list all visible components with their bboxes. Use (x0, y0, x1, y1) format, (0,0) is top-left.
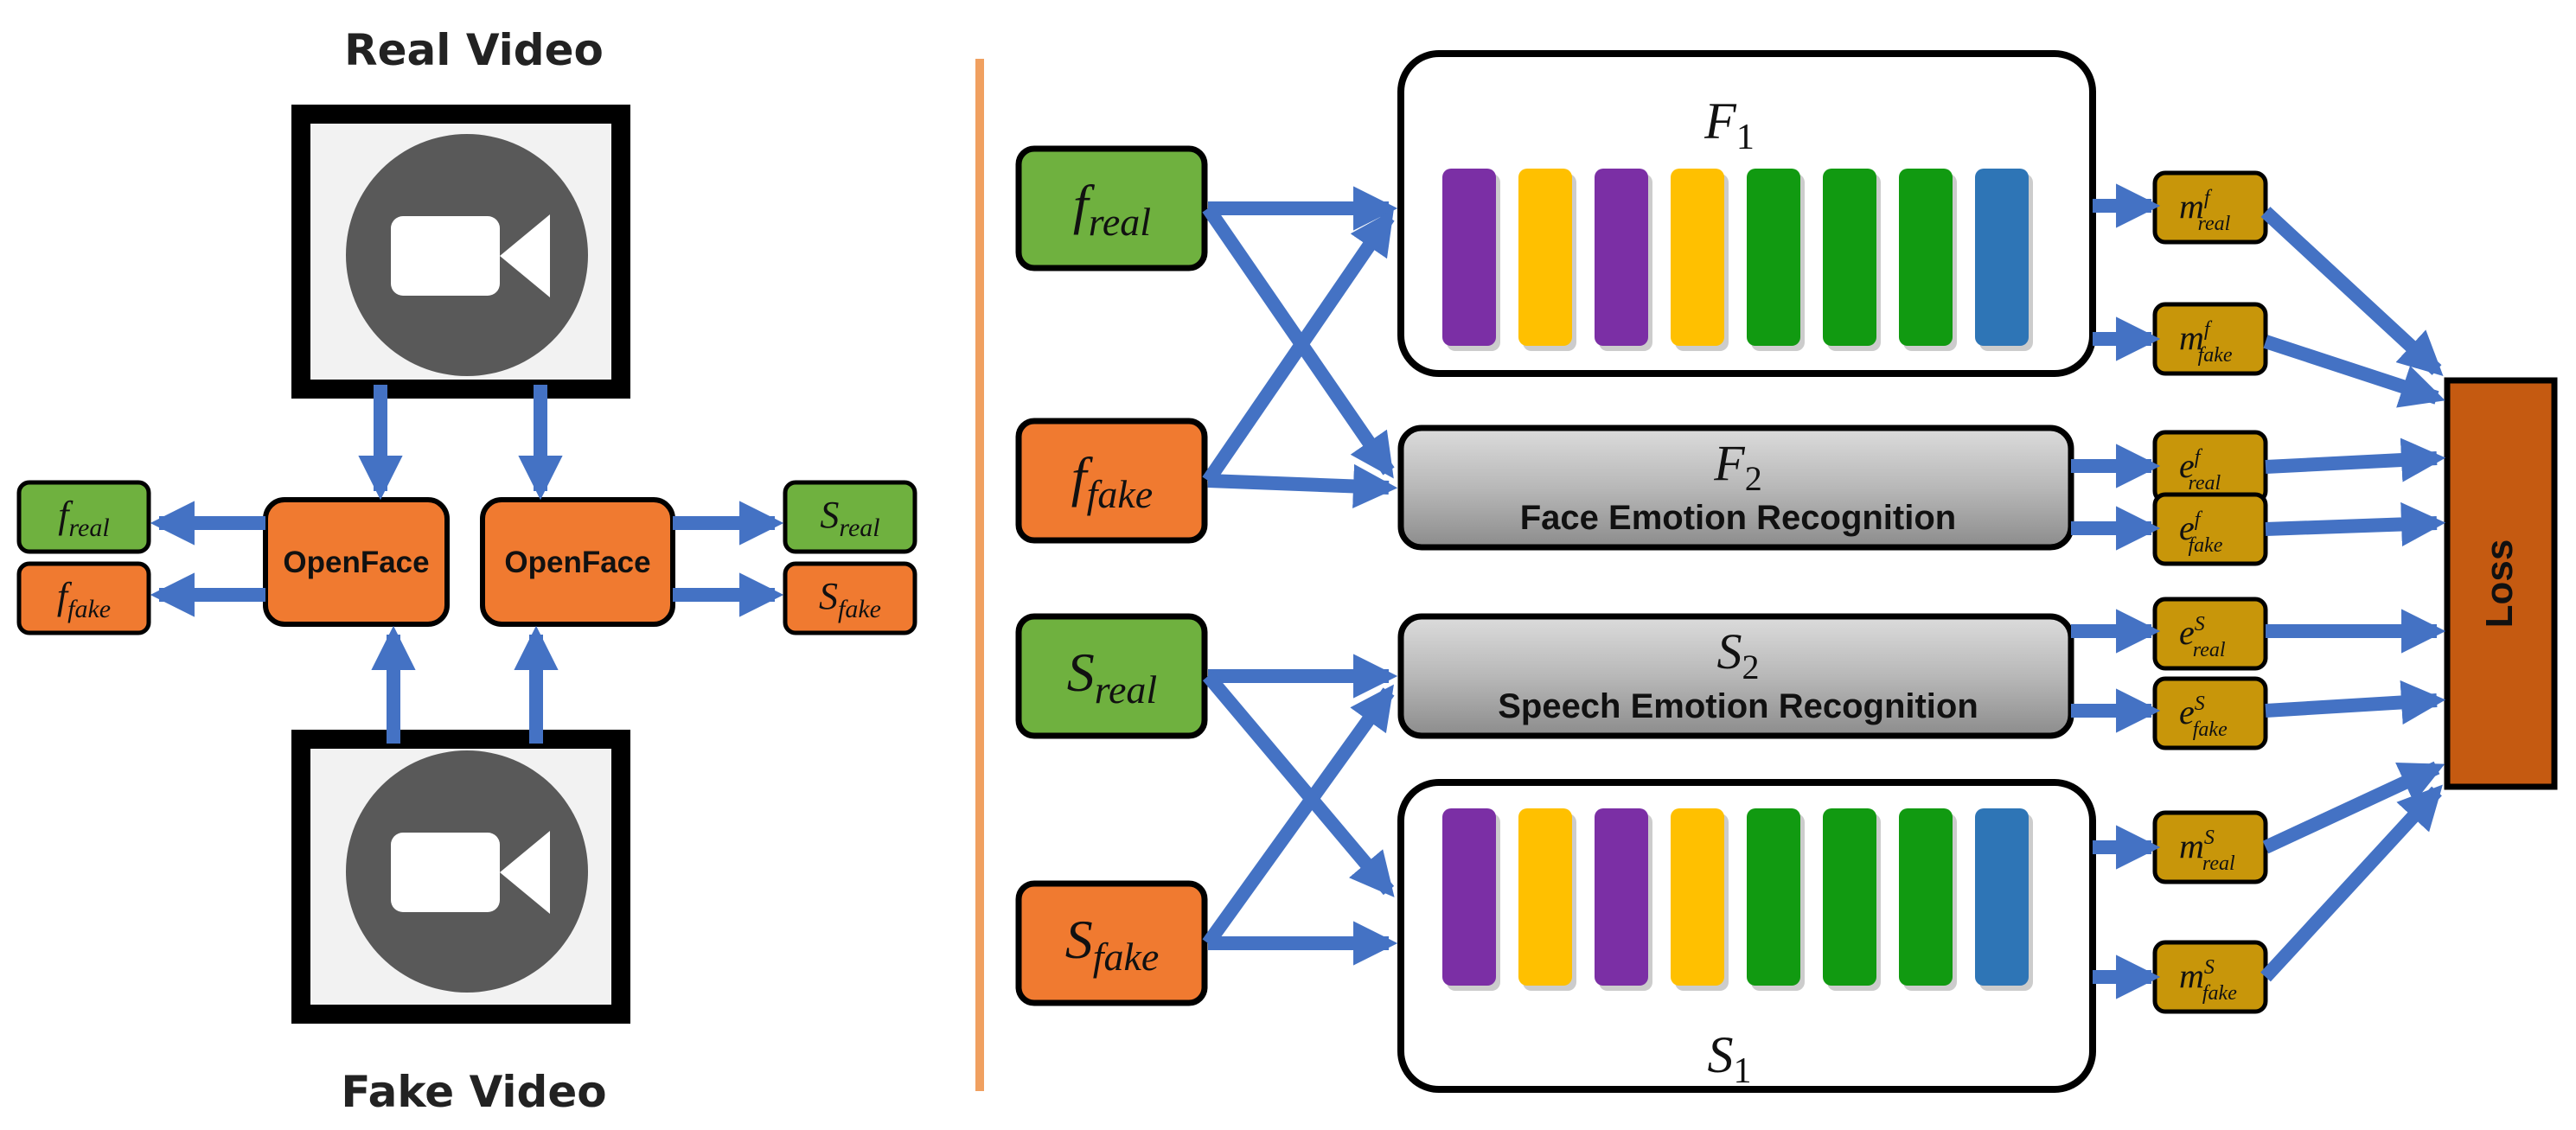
s1-label: S1 (1708, 1026, 1752, 1091)
loss-label: Loss (2478, 539, 2521, 629)
fake-video-title: Fake Video (341, 1067, 606, 1117)
s1-bar-blue (1975, 808, 2029, 986)
s1-bar-green (1899, 808, 1953, 986)
left-f-real-label: freal (58, 494, 109, 542)
left-s-real-label: Sreal (820, 494, 879, 542)
arrow (2260, 207, 2444, 376)
s1-block: S1 (1397, 779, 2096, 1093)
arrow (1202, 684, 1395, 948)
f1-bar-yellow (1671, 169, 1724, 346)
f2-label: F2 (1713, 435, 1761, 498)
input-f-real-box: freal (1015, 145, 1208, 271)
f1-bar-purple (1595, 169, 1648, 346)
f1-bars (1442, 169, 2033, 351)
loss-block: Loss (2444, 377, 2558, 790)
f2-title: Face Emotion Recognition (1520, 499, 1956, 537)
real-video-title: Real Video (344, 25, 604, 75)
s1-bar-green (1747, 808, 1800, 986)
left-f-real-box: freal (16, 480, 151, 554)
s1-bar-green (1823, 808, 1876, 986)
right-panel: freal ffake Sreal Sfake F1 F2 Face Emoti… (1015, 50, 2558, 1093)
f1-bar-blue (1975, 169, 2029, 346)
left-arrows (150, 385, 784, 744)
fake-video-frame (291, 730, 630, 1024)
right-arrows (1202, 183, 2446, 999)
arrow (2263, 335, 2445, 408)
f1-label: F1 (1703, 93, 1755, 157)
arrow (1202, 204, 1395, 479)
s1-bar-yellow (1518, 808, 1572, 986)
f1-block: F1 (1397, 50, 2096, 377)
s1-bars (1442, 808, 2033, 991)
arrow (1207, 463, 1398, 509)
f1-bar-green (1823, 169, 1876, 346)
left-s-fake-box: Sfake (783, 561, 917, 635)
input-s-fake-box: Sfake (1015, 880, 1208, 1006)
s2-label: S2 (1717, 623, 1760, 686)
input-s-real-box: Sreal (1015, 613, 1208, 739)
s2-block: S2 Speech Emotion Recognition (1397, 613, 2074, 739)
s1-bar-purple (1595, 808, 1648, 986)
left-f-fake-box: ffake (16, 561, 151, 635)
f1-bar-purple (1442, 169, 1496, 346)
arrow (2260, 784, 2443, 982)
arrow (2262, 761, 2445, 854)
left-panel: Real Video Fake Video OpenFace (16, 25, 917, 1117)
arrow (2265, 437, 2446, 482)
input-f-fake-box: ffake (1015, 418, 1208, 544)
input-s-real-label: Sreal (1067, 642, 1157, 712)
left-s-fake-label: Sfake (819, 575, 881, 623)
f1-bar-yellow (1518, 169, 1572, 346)
openface-box-2: OpenFace (480, 497, 675, 627)
s1-bar-purple (1442, 808, 1496, 986)
f1-bar-green (1747, 169, 1800, 346)
arrow (2265, 680, 2446, 725)
s2-title: Speech Emotion Recognition (1498, 687, 1978, 725)
openface-label: OpenFace (283, 546, 429, 579)
video-camera-icon (346, 750, 588, 993)
openface-label: OpenFace (504, 546, 650, 579)
f2-block: F2 Face Emotion Recognition (1397, 425, 2074, 551)
video-camera-icon (346, 134, 588, 376)
left-f-fake-label: ffake (57, 575, 111, 623)
real-video-frame (291, 105, 630, 399)
openface-box-1: OpenFace (263, 497, 450, 627)
left-s-real-box: Sreal (783, 480, 917, 554)
f1-bar-green (1899, 169, 1953, 346)
arrow (2265, 501, 2446, 547)
input-s-fake-label: Sfake (1065, 909, 1160, 979)
s1-bar-yellow (1671, 808, 1724, 986)
arrow (1202, 671, 1395, 897)
